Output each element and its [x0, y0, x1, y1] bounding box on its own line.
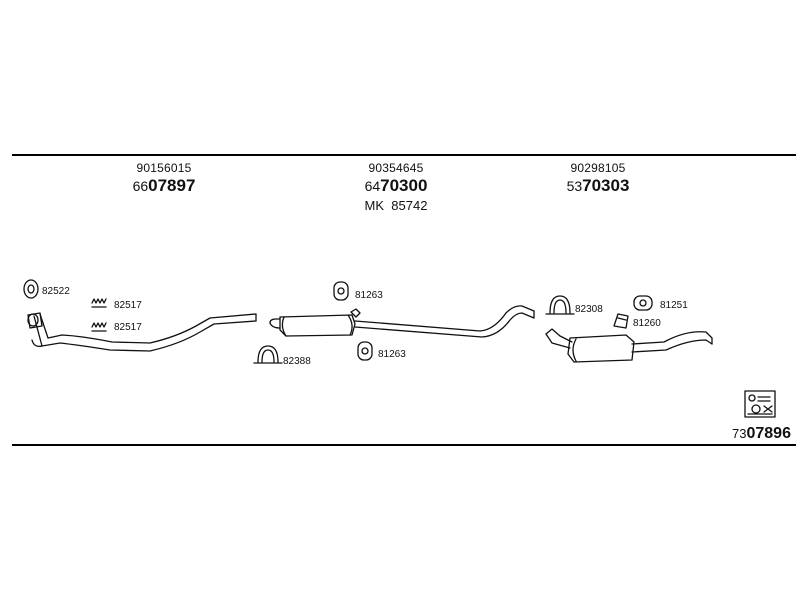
gasket-icon: [23, 279, 39, 299]
label-82517: 82517: [114, 322, 142, 333]
front-pipe: [27, 312, 257, 352]
hanger-icon: [357, 341, 373, 361]
part-number: 6607897: [132, 176, 196, 195]
label-81263: 81263: [355, 290, 383, 301]
top-divider: [12, 154, 796, 156]
part-front-pipe-header: 90156015 6607897: [118, 162, 210, 195]
clamp-icon: [545, 295, 575, 315]
label-81251: 81251: [660, 300, 688, 311]
rear-muffler: [545, 328, 713, 363]
kit-number: 7307896: [732, 425, 791, 442]
part-number: 6470300: [364, 176, 428, 195]
mounting-kit-number: MK 85742: [364, 198, 428, 213]
oe-number: 90298105: [570, 161, 626, 175]
part-number: 5370303: [566, 176, 630, 195]
oe-number: 90354645: [368, 161, 424, 175]
kit-icon: [744, 390, 776, 418]
clamp-icon: [253, 345, 283, 364]
label-82388: 82388: [283, 356, 311, 367]
bolt-icon: [91, 322, 107, 332]
hanger-icon: [633, 295, 653, 311]
oe-number: 90156015: [136, 161, 192, 175]
part-rear-muffler-header: 90298105 5370303: [552, 162, 644, 195]
rubber-mount-icon: [613, 313, 629, 329]
center-muffler: [269, 305, 535, 338]
label-81260: 81260: [633, 318, 661, 329]
bottom-divider: [12, 444, 796, 446]
hanger-icon: [333, 281, 349, 301]
label-81263: 81263: [378, 349, 406, 360]
label-82517: 82517: [114, 300, 142, 311]
label-82522: 82522: [42, 286, 70, 297]
part-center-muffler-header: 90354645 6470300 MK 85742: [350, 162, 442, 212]
bolt-icon: [91, 298, 107, 308]
label-82308: 82308: [575, 304, 603, 315]
